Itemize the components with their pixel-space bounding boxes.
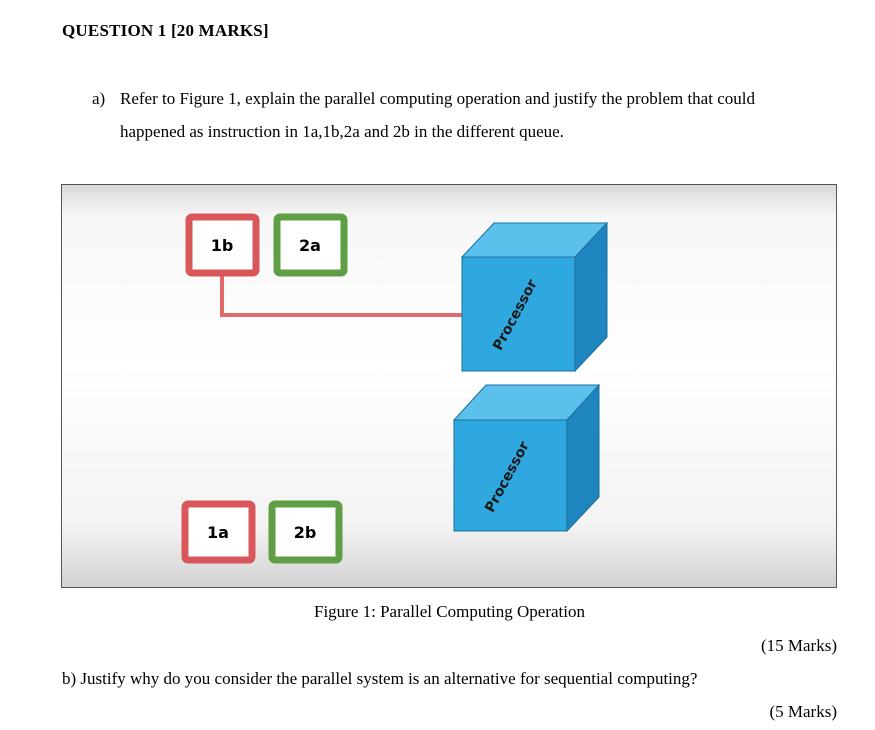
processor-cube-top: Processor (460, 221, 609, 373)
figure-caption: Figure 1: Parallel Computing Operation (313, 602, 585, 621)
part-b-text: b) Justify why do you consider the paral… (62, 669, 698, 688)
part-a-text-line1: Refer to Figure 1, explain the parallel … (120, 89, 755, 108)
instruction-1b: 1b (185, 213, 260, 277)
part-a-label: a) (92, 89, 106, 108)
instruction-1a: 1a (181, 500, 256, 564)
instruction-2b-label: 2b (294, 523, 317, 542)
figure-diagram: 1b 2a 1a 2b Processor Processo (181, 213, 609, 564)
question-heading: QUESTION 1 [20 MARKS] (62, 21, 269, 40)
instruction-2b: 2b (268, 500, 343, 564)
figure-1: 1b 2a 1a 2b Processor Processo (61, 184, 837, 588)
part-b-marks: (5 Marks) (769, 702, 837, 721)
part-a-text-line2: happened as instruction in 1a,1b,2a and … (120, 122, 564, 141)
part-a-marks: (15 Marks) (760, 636, 837, 655)
processor-cube-bottom: Processor (452, 383, 601, 533)
instruction-2a: 2a (273, 213, 348, 277)
instruction-2a-label: 2a (299, 236, 321, 255)
instruction-1b-label: 1b (211, 236, 234, 255)
instruction-1a-label: 1a (207, 523, 229, 542)
queue-connector (220, 270, 462, 317)
